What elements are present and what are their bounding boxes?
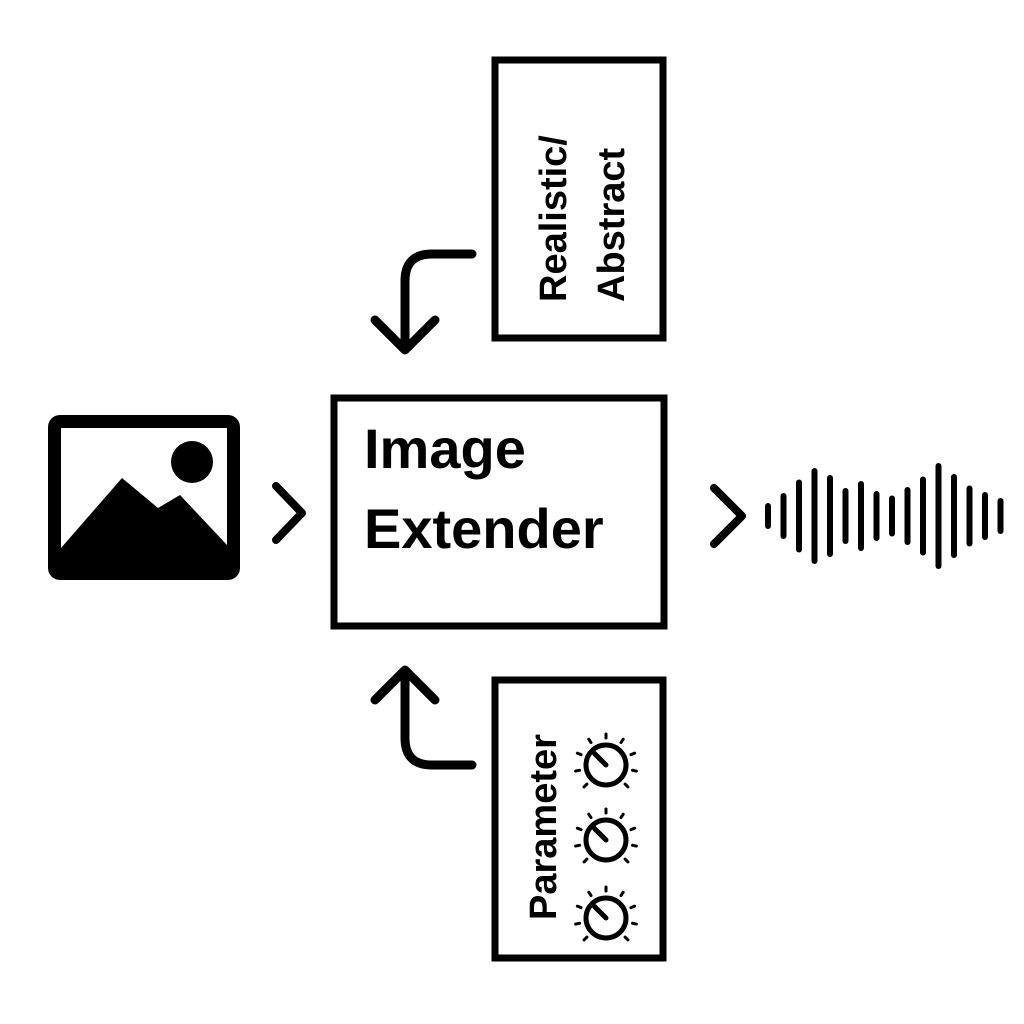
image-extender-box: Image Extender <box>330 394 668 630</box>
knob-group <box>574 732 638 942</box>
main-box-title-line2: Extender <box>364 497 604 560</box>
parameter-box: Parameter <box>491 676 667 962</box>
knob-icon <box>574 807 638 864</box>
parameter-box-label: Parameter <box>523 734 565 920</box>
chevron-right-icon <box>710 484 746 548</box>
image-icon <box>48 415 240 580</box>
arrow-up-icon <box>370 665 477 770</box>
style-box: Realistic/ Abstract <box>491 56 667 342</box>
style-box-label-line1: Realistic/ <box>533 135 575 302</box>
main-box-title-line1: Image <box>364 417 526 480</box>
audio-waveform-icon <box>765 463 1004 569</box>
arrow-down-icon <box>370 249 477 355</box>
knob-icon <box>574 732 638 789</box>
style-box-label-line2: Abstract <box>591 148 633 302</box>
knob-icon <box>574 885 638 942</box>
chevron-right-icon <box>272 482 306 544</box>
